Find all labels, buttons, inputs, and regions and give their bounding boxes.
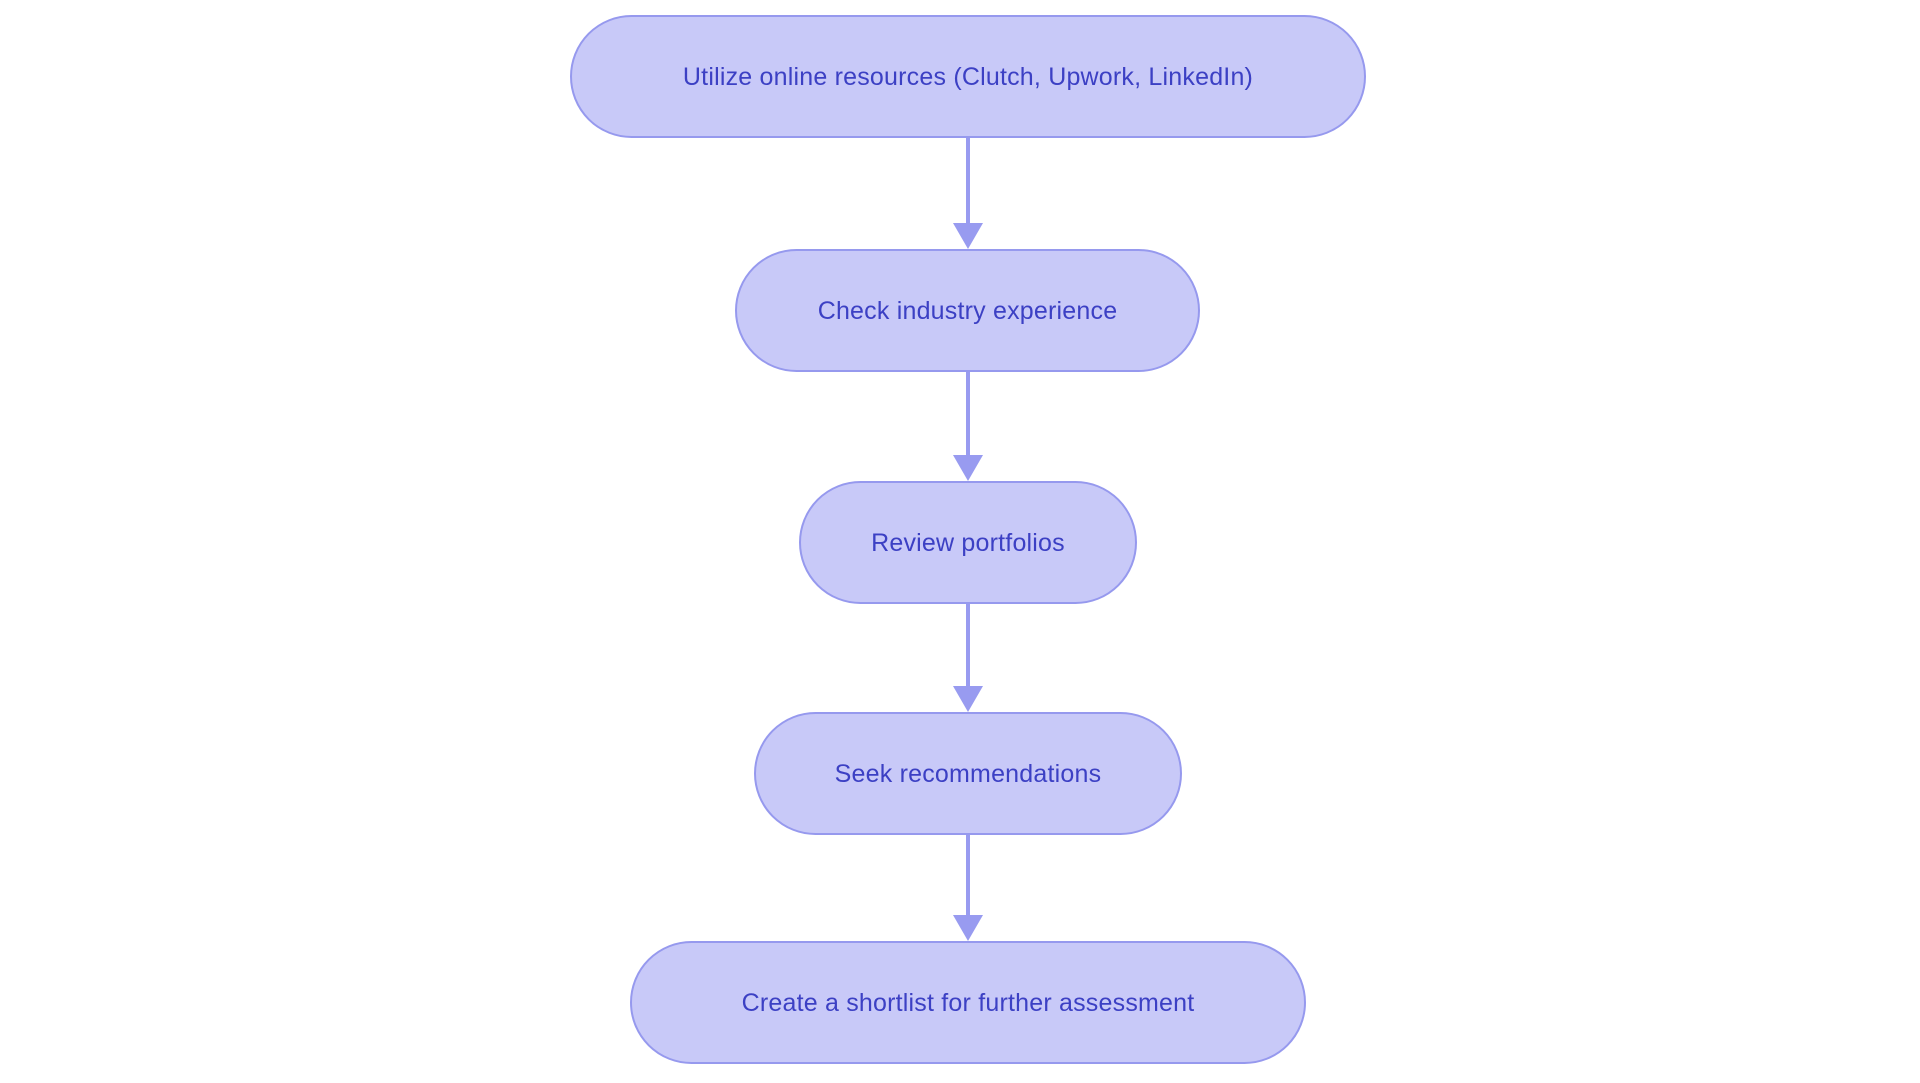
node-label: Check industry experience — [817, 296, 1118, 325]
node-seek-recommendations: Seek recommendations — [754, 712, 1182, 835]
arrow-head-icon — [953, 686, 983, 712]
arrow-head-icon — [953, 223, 983, 249]
node-utilize-online-resources: Utilize online resources (Clutch, Upwork… — [570, 15, 1366, 138]
node-label: Create a shortlist for further assessmen… — [741, 988, 1195, 1017]
node-review-portfolios: Review portfolios — [799, 481, 1137, 604]
node-create-shortlist: Create a shortlist for further assessmen… — [630, 941, 1306, 1064]
arrow-head-icon — [953, 455, 983, 481]
arrow-head-icon — [953, 915, 983, 941]
arrow-line — [966, 835, 970, 918]
node-check-industry-experience: Check industry experience — [735, 249, 1200, 372]
arrow-line — [966, 372, 970, 458]
arrow-line — [966, 604, 970, 689]
node-label: Utilize online resources (Clutch, Upwork… — [682, 62, 1254, 91]
node-label: Seek recommendations — [834, 759, 1102, 788]
node-label: Review portfolios — [871, 528, 1065, 557]
arrow-line — [966, 138, 970, 226]
